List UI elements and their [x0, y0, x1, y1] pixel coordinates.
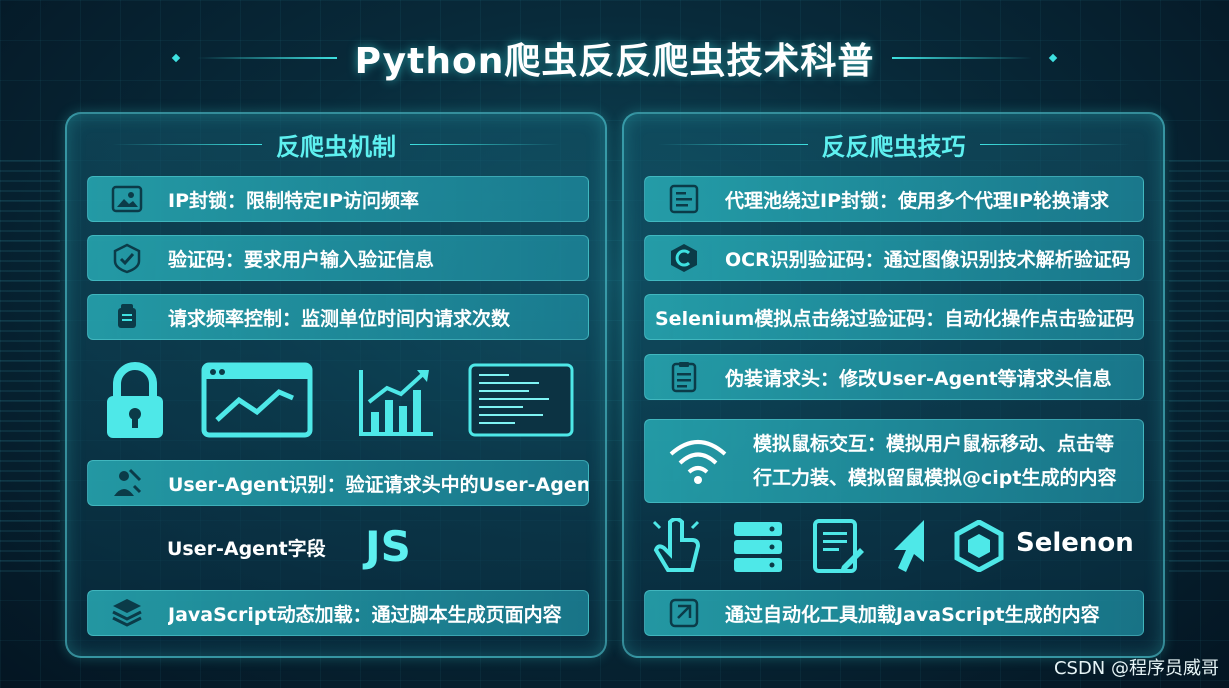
- list-item-label: 验证码：要求用户输入验证信息: [168, 248, 435, 271]
- list-item-js-load: JavaScript动态加载：通过脚本生成页面内容: [87, 590, 589, 636]
- list-item-rate-limit: 请求频率控制：监测单位时间内请求次数: [87, 294, 589, 340]
- ip-block-icon: [110, 182, 144, 216]
- list-item-captcha: 验证码：要求用户输入验证信息: [87, 235, 589, 281]
- list-item-label: 请求频率控制：监测单位时间内请求次数: [168, 307, 511, 330]
- list-item-label: 伪装请求头：修改User-Agent等请求头信息: [725, 367, 1112, 390]
- watermark: CSDN @程序员威哥: [1053, 658, 1219, 679]
- panel-header-line-right: [410, 143, 560, 145]
- title-dot-left: [171, 53, 180, 63]
- list-item-ocr: OCR识别验证码：通过图像识别技术解析验证码: [644, 235, 1144, 281]
- list-item-fake-header: 伪装请求头：修改User-Agent等请求头信息: [644, 354, 1144, 400]
- cursor-icon: [894, 520, 924, 572]
- list-item-proxy-pool: 代理池绕过IP封锁：使用多个代理IP轮换请求: [644, 176, 1144, 222]
- mouse-interaction-line-1: 模拟鼠标交互：模拟用户鼠标移动、点击等: [753, 433, 1115, 455]
- bar-chart-icon: [359, 370, 433, 436]
- background-data-stream-left: [0, 160, 60, 580]
- list-item-label: Selenium模拟点击绕过验证码：自动化操作点击验证码: [655, 307, 1135, 330]
- server-icon: [734, 522, 782, 572]
- js-load-icon: [110, 596, 144, 630]
- proxy-pool-icon: [667, 182, 701, 216]
- panel-header: 反反爬虫技巧: [624, 124, 1163, 164]
- list-item-mouse-interaction: 模拟鼠标交互：模拟用户鼠标移动、点击等 行工力装、模拟留鼠模拟@cipt生成的内…: [644, 419, 1144, 503]
- list-item-automation: 通过自动化工具加载JavaScript生成的内容: [644, 590, 1144, 636]
- title-bar: Python爬虫反反爬虫技术科普: [0, 30, 1229, 86]
- list-item-label: OCR识别验证码：通过图像识别技术解析验证码: [725, 248, 1131, 271]
- list-item-label: 通过自动化工具加载JavaScript生成的内容: [725, 603, 1100, 626]
- panel-title: 反反爬虫技巧: [821, 132, 966, 161]
- list-item-ip-block: IP封锁：限制特定IP访问频率: [87, 176, 589, 222]
- code-window-icon: [468, 363, 574, 437]
- title-dot-right: [1049, 53, 1058, 63]
- anti-anti-crawler-panel: 反反爬虫技巧 代理池绕过IP封锁：使用多个代理IP轮换请求 OCR识别验证码：通…: [622, 112, 1165, 658]
- list-item-user-agent: User-Agent识别：验证请求头中的User-Agent: [87, 460, 589, 506]
- background-data-stream-right: [1169, 160, 1229, 580]
- selenon-label: Selenon: [1016, 528, 1134, 558]
- panel-header-line-left: [657, 143, 808, 145]
- title-line-left: [196, 57, 337, 59]
- list-item-label: IP封锁：限制特定IP访问频率: [168, 189, 419, 212]
- wifi-icon: [667, 436, 729, 486]
- captcha-icon: [110, 241, 144, 275]
- selenium-logo-icon: [954, 520, 1004, 572]
- panel-header: 反爬虫机制: [67, 124, 605, 164]
- user-agent-icon: [110, 466, 144, 500]
- touch-icon: [652, 518, 701, 572]
- ocr-icon: [667, 241, 701, 275]
- page-title: Python爬虫反反爬虫技术科普: [354, 41, 875, 82]
- panel-title: 反爬虫机制: [276, 132, 396, 161]
- list-item-label: User-Agent识别：验证请求头中的User-Agent: [168, 473, 588, 496]
- list-item-label: JavaScript动态加载：通过脚本生成页面内容: [168, 603, 562, 626]
- panel-header-line-right: [979, 143, 1130, 145]
- lock-icon: [107, 362, 163, 438]
- fake-header-icon: [667, 360, 701, 394]
- mouse-interaction-text: 模拟鼠标交互：模拟用户鼠标移动、点击等 行工力装、模拟留鼠模拟@cipt生成的内…: [729, 427, 1116, 495]
- list-item-selenium-click: Selenium模拟点击绕过验证码：自动化操作点击验证码: [644, 294, 1144, 340]
- panel-header-line-left: [112, 143, 262, 145]
- document-edit-icon: [813, 519, 864, 573]
- browser-chart-icon: [201, 362, 313, 438]
- user-agent-field-label: User-Agent字段: [167, 538, 326, 560]
- js-logo-text: JS: [365, 522, 411, 571]
- automation-icon: [667, 596, 701, 630]
- rate-limit-icon: [110, 300, 144, 334]
- title-line-right: [892, 57, 1033, 59]
- list-item-label: 代理池绕过IP封锁：使用多个代理IP轮换请求: [725, 189, 1109, 212]
- mouse-interaction-line-2: 行工力装、模拟留鼠模拟@cipt生成的内容: [753, 467, 1117, 489]
- anti-crawler-panel: 反爬虫机制 IP封锁：限制特定IP访问频率 验证码：要求用户输入验证信息 请求频…: [65, 112, 607, 658]
